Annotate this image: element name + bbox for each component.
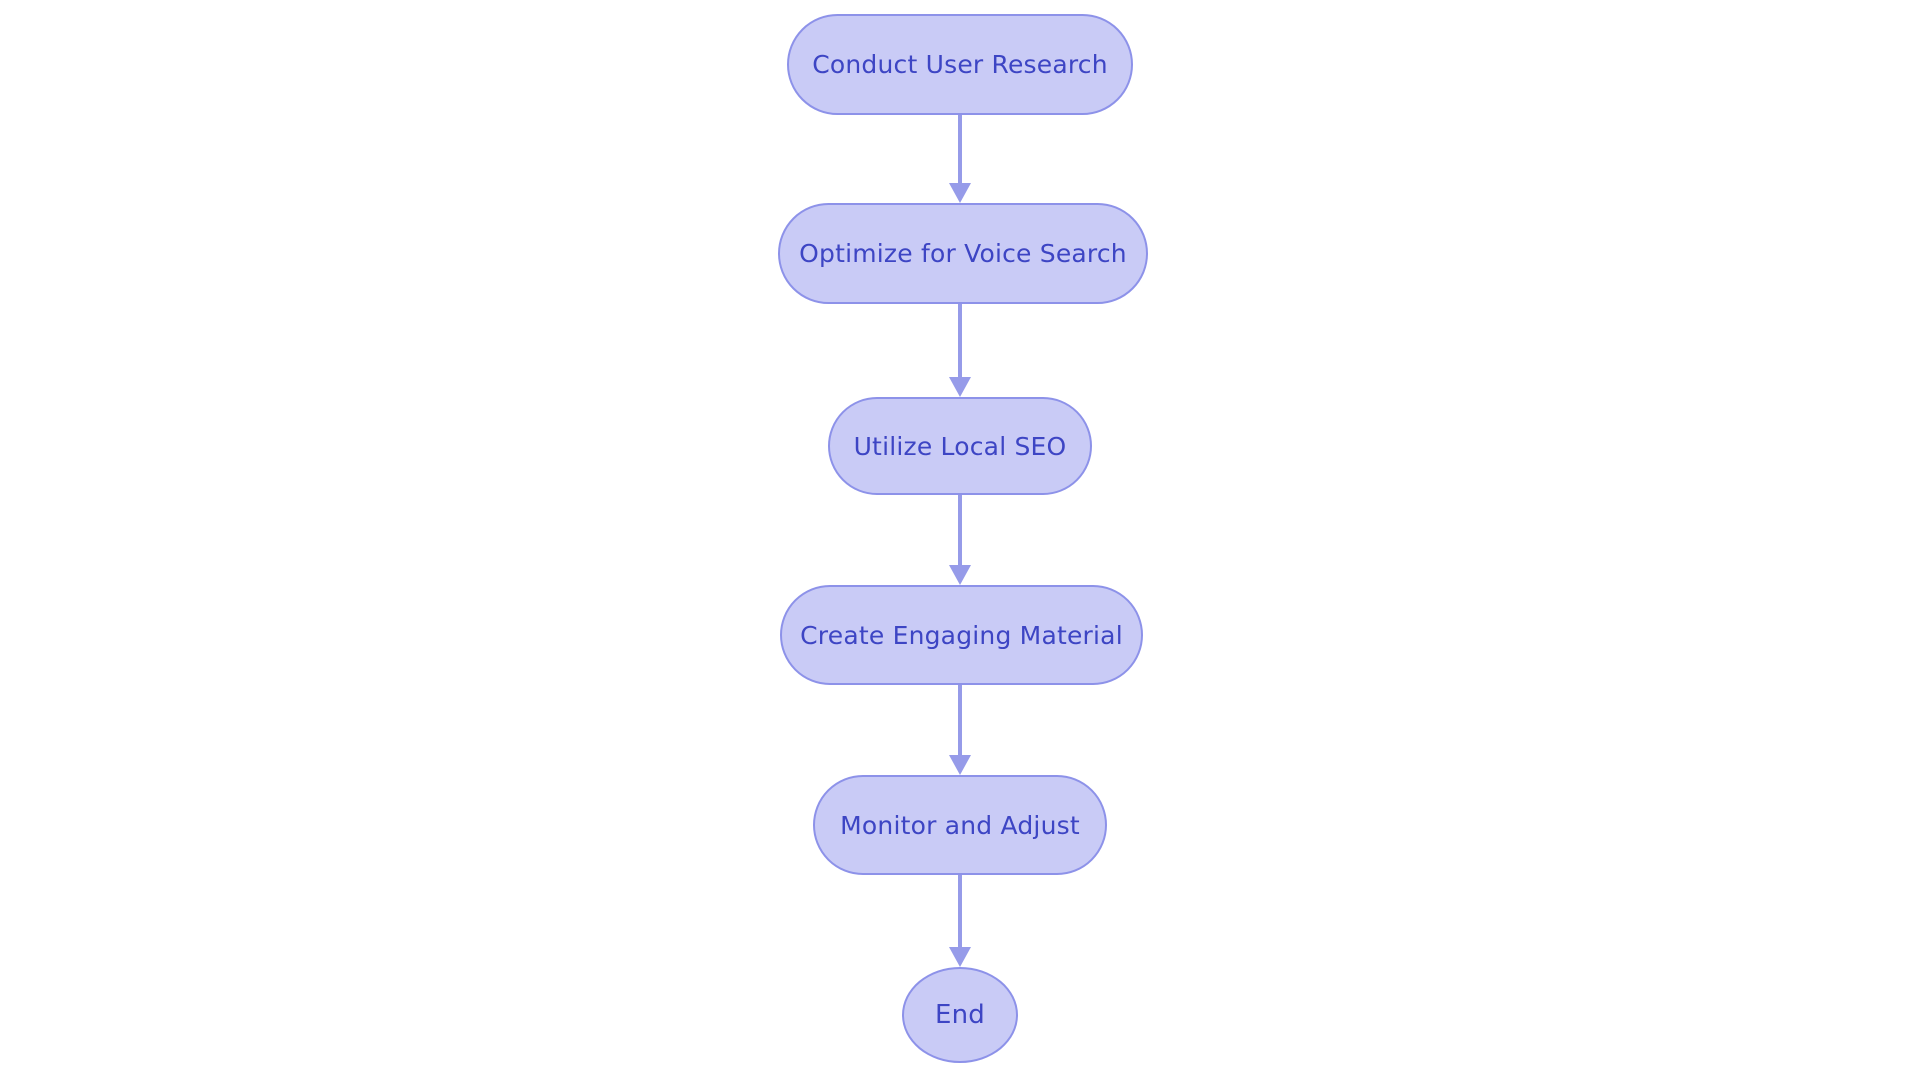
flowchart-node-end: End [902,967,1018,1063]
arrow-line [958,875,962,947]
flowchart-node-optimize-for-voice-search: Optimize for Voice Search [778,203,1148,304]
arrowhead-down-icon [949,565,971,585]
flow-arrow-1 [949,115,971,203]
arrow-line [958,685,962,755]
arrowhead-down-icon [949,377,971,397]
arrowhead-down-icon [949,183,971,203]
arrow-line [958,495,962,565]
flowchart-node-create-engaging-material: Create Engaging Material [780,585,1143,685]
arrow-line [958,304,962,377]
arrow-line [958,115,962,183]
flow-arrow-5 [949,875,971,967]
arrowhead-down-icon [949,755,971,775]
flowchart-node-utilize-local-seo: Utilize Local SEO [828,397,1092,495]
flow-arrow-3 [949,495,971,585]
arrowhead-down-icon [949,947,971,967]
flowchart-node-conduct-user-research: Conduct User Research [787,14,1133,115]
flow-arrow-4 [949,685,971,775]
flow-arrow-2 [949,304,971,397]
flowchart-node-monitor-and-adjust: Monitor and Adjust [813,775,1107,875]
